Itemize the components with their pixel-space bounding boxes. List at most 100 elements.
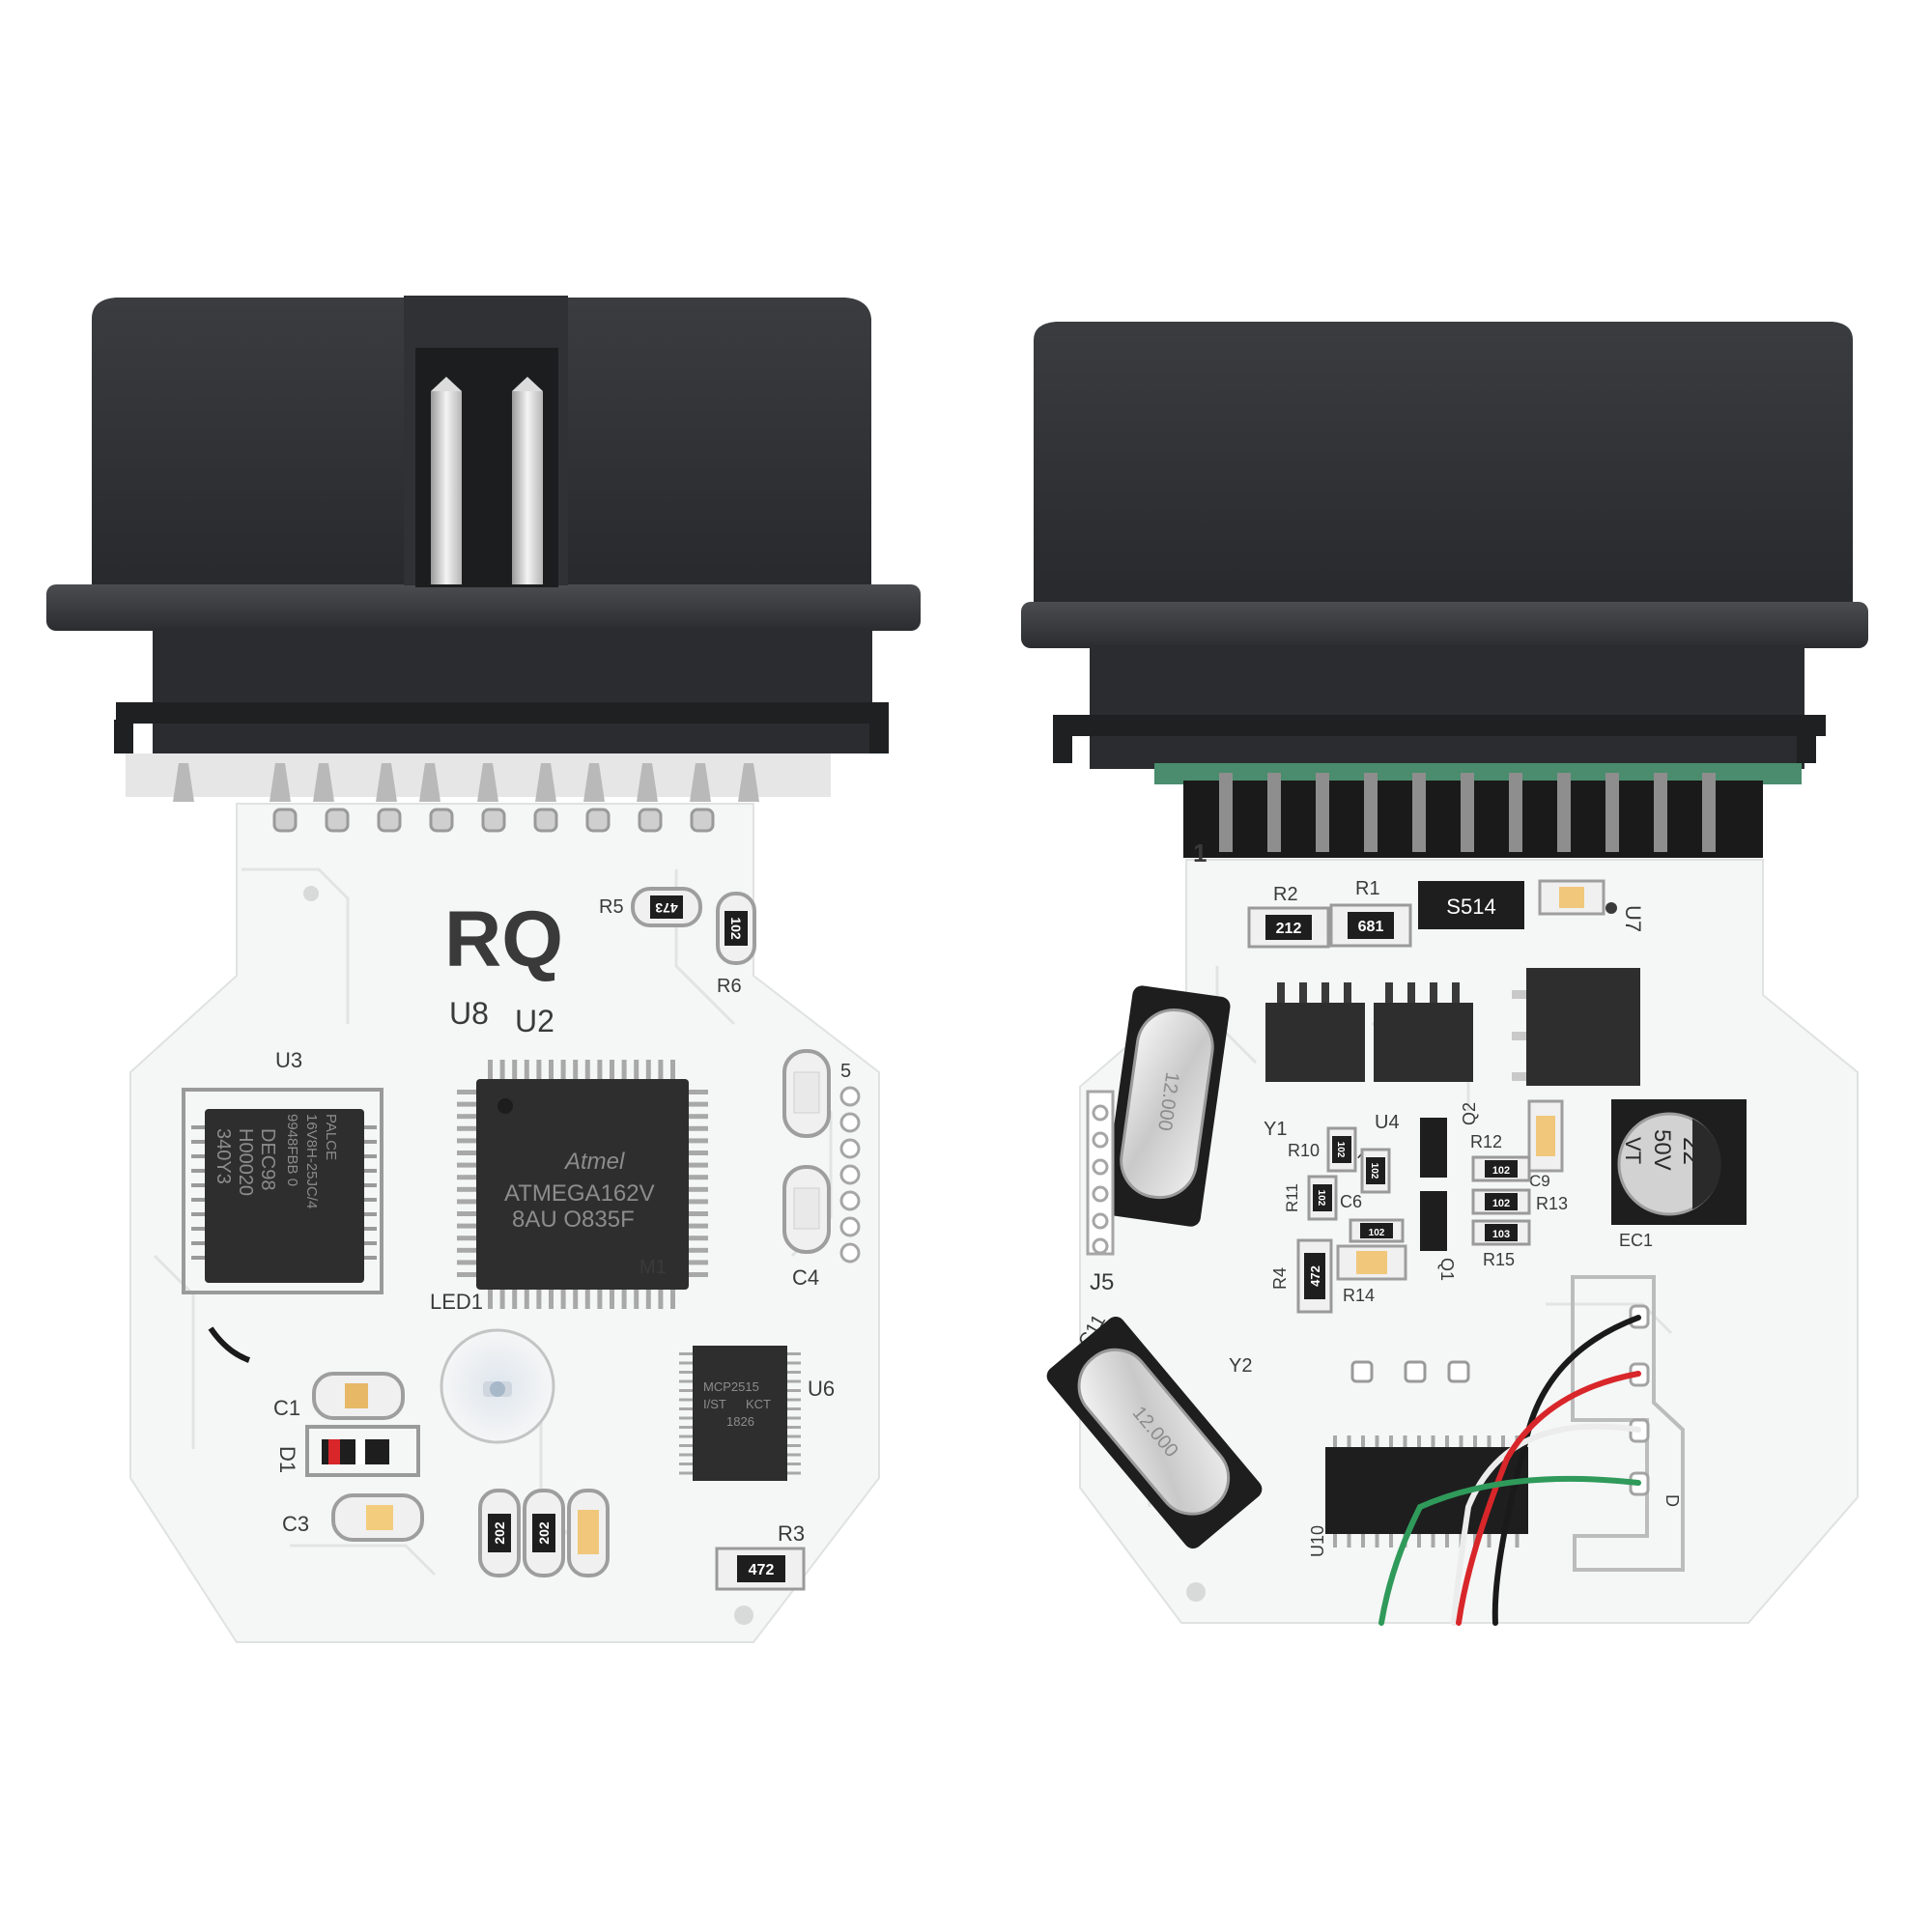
- ic-pin: [457, 1247, 476, 1253]
- label-r13: R13: [1536, 1194, 1568, 1213]
- resistor-r11: 102: [1307, 1175, 1338, 1221]
- label-r6: R6: [717, 976, 742, 997]
- capacitor-u7-pad: [1538, 879, 1605, 916]
- ic-pin: [457, 1211, 476, 1216]
- chip-u4: [1420, 1118, 1447, 1178]
- ic-pin: [679, 1471, 693, 1475]
- label-r12: R12: [1470, 1132, 1502, 1151]
- resistor-202-b: 202: [523, 1489, 565, 1577]
- label-r3: R3: [778, 1521, 805, 1546]
- label-r14: R14: [1343, 1286, 1375, 1305]
- usb-cable-wires: [1378, 1315, 1641, 1626]
- ic-pin: [634, 1060, 639, 1079]
- ic-pin: [787, 1407, 801, 1410]
- ic-pin: [457, 1236, 476, 1241]
- ic-pin: [689, 1090, 708, 1094]
- ic-pin: [1361, 1534, 1365, 1548]
- chip-u3-line-1: PALCE: [323, 1114, 339, 1160]
- ic-pin: [1417, 1435, 1421, 1447]
- left-metal-terminal: [431, 391, 462, 584]
- ic-pin: [679, 1379, 693, 1383]
- ic-pin: [679, 1416, 693, 1420]
- chip-u3-line-3: 9948FBB 0: [284, 1114, 300, 1186]
- ic-pin: [679, 1444, 693, 1447]
- crystal-y1: 12.000: [1102, 985, 1231, 1227]
- ic-pin: [1473, 1435, 1477, 1447]
- label-y2: Y2: [1229, 1355, 1252, 1377]
- label-c1: C1: [273, 1396, 300, 1420]
- ic-pin: [1375, 1534, 1379, 1548]
- resistor-r9: 102: [1360, 1148, 1391, 1194]
- ic-pin: [560, 1290, 566, 1309]
- ic-pin: [679, 1407, 693, 1410]
- ic-pin: [457, 1223, 476, 1229]
- left-solder-pins: [126, 753, 831, 802]
- ic-pin: [670, 1060, 675, 1079]
- ic-pin: [1389, 1534, 1393, 1548]
- resistor-r5: 473: [631, 887, 702, 927]
- component-s514-label: S514: [1446, 895, 1495, 919]
- resistor-r6-value: 102: [728, 917, 744, 940]
- ic-pin: [524, 1060, 529, 1079]
- resistor-r1: 681: [1329, 903, 1412, 948]
- ic-pin: [1417, 1534, 1421, 1548]
- resistor-r5-value: 473: [655, 900, 678, 916]
- resistor-r13: 102: [1471, 1188, 1531, 1215]
- ic-pin: [670, 1290, 675, 1309]
- ic-pin: [679, 1371, 693, 1374]
- chip-m1-line-2: 8AU O835F: [512, 1207, 635, 1233]
- ic-pin: [787, 1371, 801, 1374]
- ic-pin: [1445, 1534, 1449, 1548]
- ic-pin: [689, 1138, 708, 1144]
- header-j5: [1086, 1090, 1115, 1256]
- chip-q1: [1420, 1191, 1447, 1251]
- capacitor-ec1: 22 50V VT: [1611, 1099, 1747, 1225]
- resistor-202-a-value: 202: [492, 1521, 507, 1545]
- ic-pin: [679, 1435, 693, 1438]
- ic-pin: [689, 1175, 708, 1180]
- ic-pin: [457, 1175, 476, 1180]
- label-q2: Q2: [1460, 1102, 1479, 1125]
- ic-pin: [457, 1186, 476, 1192]
- ic-pin: [457, 1125, 476, 1131]
- resistor-r9-value: 102: [1369, 1163, 1379, 1179]
- ic-pin: [645, 1060, 651, 1079]
- ic-pin: [499, 1060, 505, 1079]
- label-c6: C6: [1340, 1192, 1362, 1211]
- ic-pin: [1515, 1534, 1520, 1548]
- chip-u6-line-4: 1826: [726, 1414, 754, 1429]
- transistor-q2: [1512, 968, 1640, 1086]
- chip-u3: PALCE 16V8H-25JC/4 9948FBB 0 DEC98 H0002…: [191, 1109, 377, 1283]
- ic-pin: [787, 1426, 801, 1429]
- chip-u3-line-5: H00020: [235, 1128, 256, 1196]
- ic-pin: [689, 1223, 708, 1229]
- label-d1: D1: [275, 1446, 299, 1473]
- ic-pin: [787, 1463, 801, 1465]
- resistor-r2-value: 212: [1276, 921, 1302, 937]
- label-r1: R1: [1355, 878, 1380, 899]
- ic-pin: [457, 1162, 476, 1168]
- capacitor-c9: [1527, 1099, 1564, 1173]
- capacitor-cluster: [567, 1489, 610, 1577]
- chip-u6-line-2: I/ST: [703, 1397, 726, 1411]
- ic-pin: [488, 1290, 493, 1309]
- ic-pin: [573, 1060, 579, 1079]
- wire-red: [1456, 1371, 1641, 1626]
- ic-pin: [1403, 1435, 1407, 1447]
- ic-pin: [689, 1247, 708, 1253]
- label-m1: M1: [639, 1257, 667, 1278]
- ic-pin: [679, 1426, 693, 1429]
- ic-pin: [457, 1151, 476, 1155]
- resistor-c6-value: 102: [1369, 1228, 1385, 1238]
- ic-pin: [787, 1471, 801, 1475]
- ic-pin: [689, 1260, 708, 1265]
- ic-pin: [787, 1416, 801, 1420]
- resistor-r3: 472: [715, 1547, 806, 1591]
- label-u2: U2: [515, 1004, 554, 1038]
- ic-pin: [610, 1290, 614, 1309]
- chip-m1-line-1: ATMEGA162V: [504, 1180, 655, 1207]
- resistor-r10: 102: [1326, 1126, 1357, 1173]
- label-r10: R10: [1288, 1141, 1320, 1160]
- label-led1: LED1: [430, 1290, 483, 1314]
